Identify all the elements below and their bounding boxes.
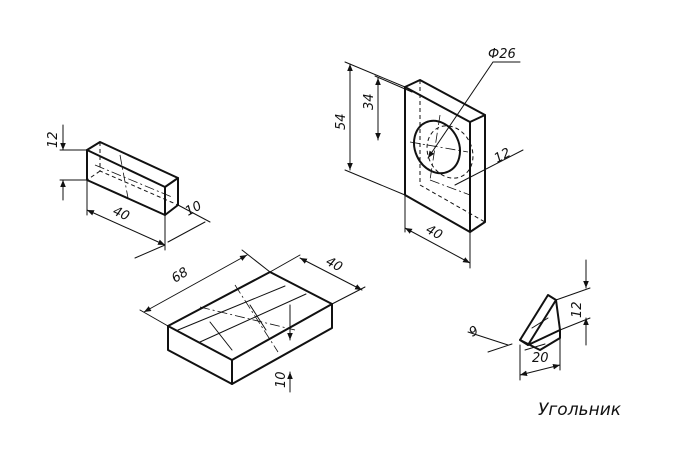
bar-height-dim: 12: [46, 131, 61, 148]
plate-thickness-dim: 10: [274, 371, 289, 388]
block-part: 54 34 Ф26 12 40: [334, 47, 524, 269]
bracket-length-dim: 20: [532, 351, 549, 366]
block-height-dim: 54: [334, 113, 349, 130]
drawing-caption: Угольник: [538, 400, 622, 420]
block-hole-offset-dim: 34: [362, 93, 377, 110]
plate-length-dim: 68: [169, 265, 191, 286]
bracket-side-dim: 9: [467, 323, 481, 340]
bracket-height-dim: 12: [570, 301, 585, 318]
plate-part: 68 40 10: [139, 249, 366, 393]
bar-length-dim: 40: [110, 204, 131, 224]
bar-depth-dim: 10: [183, 199, 205, 220]
block-width-dim: 40: [423, 222, 445, 243]
block-hole-diameter-dim: Ф26: [488, 47, 516, 62]
bracket-part: 12 9 20: [467, 259, 591, 381]
block-thickness-dim: 12: [492, 146, 514, 167]
bar-part: 12 40 10: [46, 124, 211, 259]
plate-width-dim: 40: [323, 254, 345, 275]
